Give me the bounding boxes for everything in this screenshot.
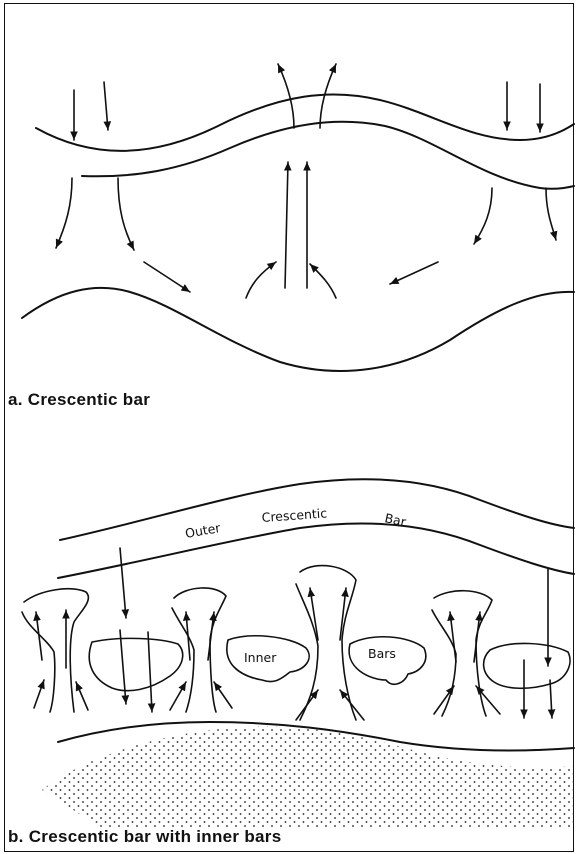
crescentic-label: Crescentic	[261, 505, 328, 525]
crescentic-bar-inner-edge	[82, 122, 574, 189]
onshore-flow-arrows-right	[507, 82, 540, 132]
bars-label: Bars	[368, 646, 396, 661]
rip-current-arrows	[278, 64, 336, 288]
onshore-flow-arrows-b	[120, 548, 552, 718]
feeder-current-arrows	[56, 178, 556, 298]
panel-b-diagram: Outer Crescentic Bar Inner Bars	[22, 479, 574, 828]
shoreline	[22, 288, 574, 371]
panel-a-diagram	[22, 64, 574, 371]
inner-label: Inner	[244, 650, 277, 665]
crescentic-bar-outer-edge	[36, 94, 574, 150]
outer-crescentic-bar-inner-edge	[58, 523, 574, 578]
inner-bar-4	[484, 643, 570, 688]
panel-a-caption: a. Crescentic bar	[8, 390, 150, 410]
panel-b-caption: b. Crescentic bar with inner bars	[8, 827, 281, 847]
rip-channel-center-right	[432, 591, 500, 716]
inner-bar-1	[89, 638, 182, 690]
rip-channel-center-left	[170, 588, 232, 712]
bar-label: Bar	[383, 510, 408, 529]
rip-channel-left	[22, 589, 88, 712]
outer-label: Outer	[184, 520, 222, 541]
onshore-flow-arrows-left	[74, 82, 108, 140]
beach-stipple	[42, 727, 574, 828]
